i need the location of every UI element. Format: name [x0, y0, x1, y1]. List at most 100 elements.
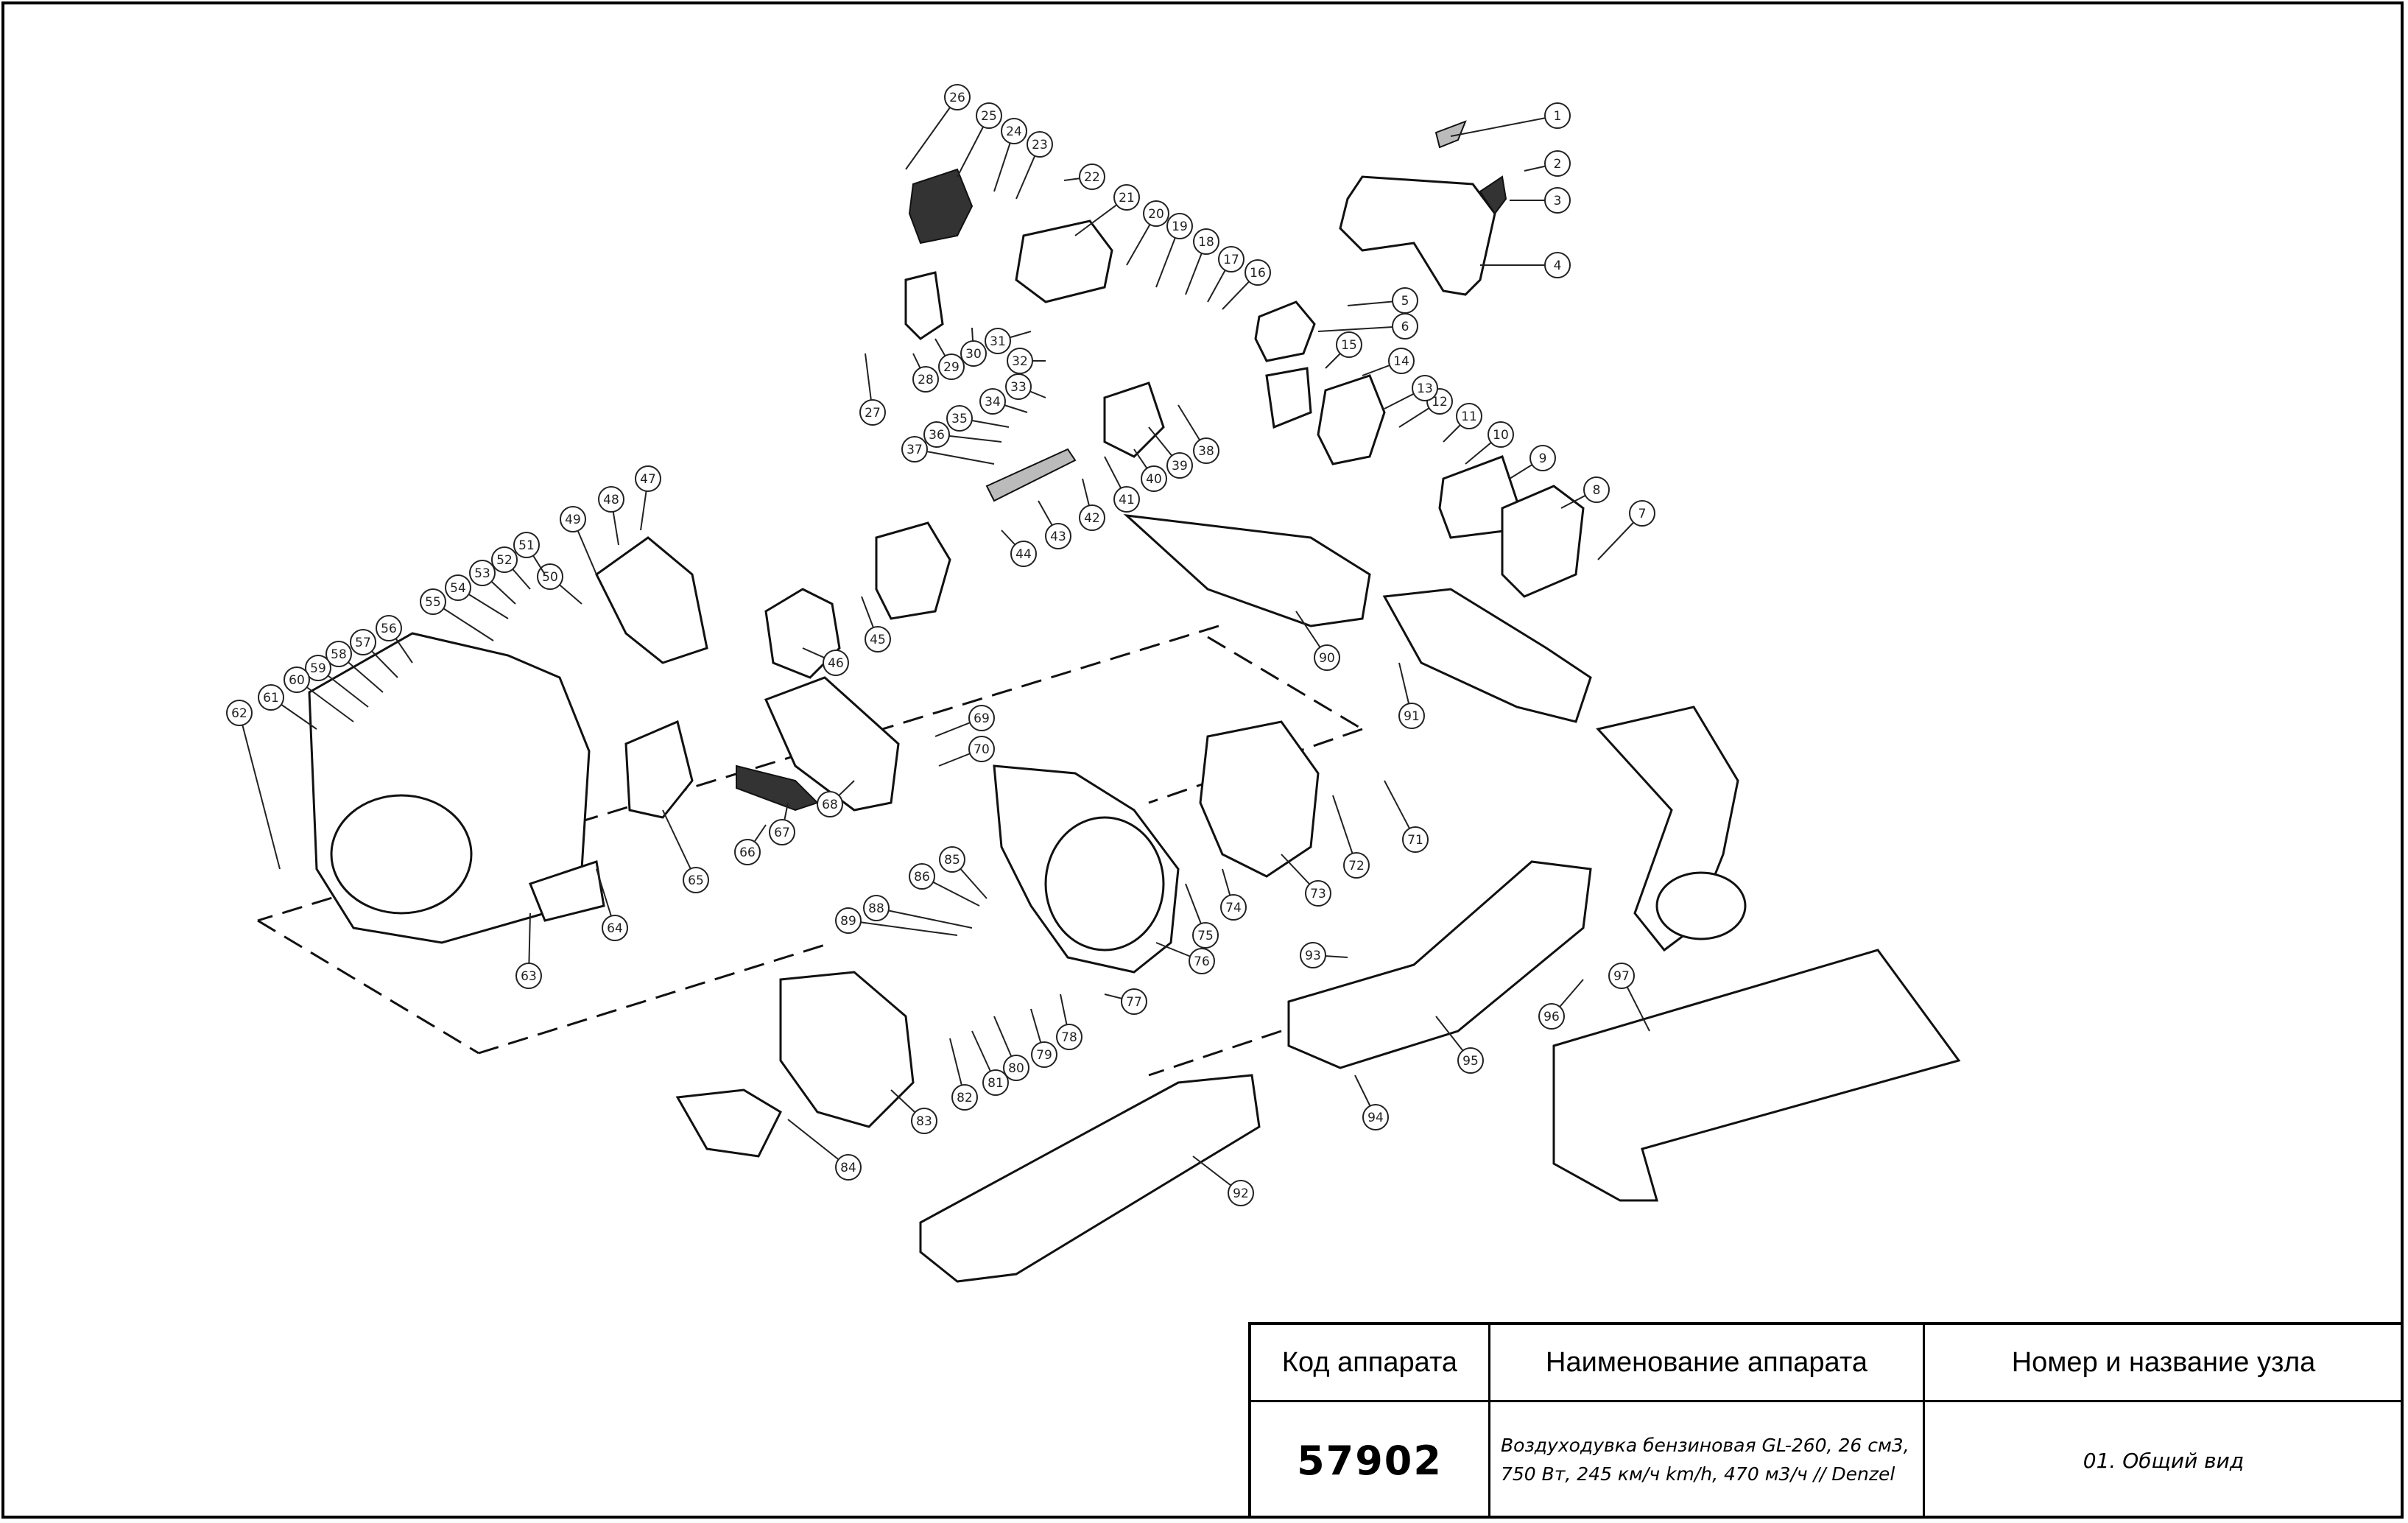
callout-number: 73: [1310, 887, 1326, 901]
callout-68: 68: [817, 780, 855, 817]
callout-42: 42: [1079, 478, 1105, 531]
callout-number: 83: [916, 1114, 932, 1129]
callout-number: 54: [450, 581, 466, 596]
callout-circle: [769, 819, 795, 845]
part-crankshaft: [985, 448, 1077, 502]
callout-number: 63: [521, 969, 537, 984]
callout-circle: [1544, 252, 1571, 278]
callout-circle: [258, 684, 284, 711]
callout-10: 10: [1465, 421, 1514, 465]
callout-96: 96: [1538, 979, 1584, 1030]
callout-circle: [1193, 228, 1219, 255]
part-fan-housing: [993, 764, 1180, 974]
callout-leader: [914, 449, 995, 465]
callout-48: 48: [598, 486, 624, 546]
callout-number: 50: [542, 570, 558, 585]
callout-number: 31: [990, 334, 1006, 349]
callout-17: 17: [1207, 246, 1245, 303]
callout-33: 33: [1005, 373, 1046, 400]
callout-circle: [859, 399, 886, 426]
callout-number: 48: [603, 493, 619, 507]
callout-circle: [912, 366, 939, 393]
callout-32: 32: [1007, 348, 1046, 374]
callout-circle: [823, 650, 849, 676]
callout-circle: [865, 626, 891, 653]
callout-number: 28: [918, 373, 934, 387]
callout-56: 56: [376, 615, 413, 664]
callout-22: 22: [1063, 163, 1105, 190]
callout-circle: [1218, 246, 1245, 272]
part-carburetor: [1265, 367, 1312, 429]
callout-circle: [976, 102, 1002, 129]
apparatus-code: 57902: [1251, 1402, 1490, 1519]
callout-63: 63: [515, 912, 542, 989]
callout-layer: 1234567891011121314151617181920212223242…: [226, 84, 1655, 1206]
callout-36: 36: [923, 421, 1002, 448]
callout-15: 15: [1325, 331, 1362, 369]
callout-circle: [1388, 348, 1415, 374]
callout-54: 54: [445, 574, 509, 619]
callout-43: 43: [1038, 500, 1071, 549]
callout-number: 96: [1543, 1010, 1560, 1024]
callout-number: 94: [1367, 1111, 1384, 1125]
callout-circle: [1031, 1041, 1057, 1068]
callout-circle: [1336, 331, 1362, 358]
callout-number: 24: [1006, 124, 1022, 139]
callout-9: 9: [1509, 445, 1556, 479]
callout-circle: [1529, 445, 1556, 471]
callout-leader: [1450, 115, 1558, 137]
callout-circle: [1456, 403, 1482, 429]
callout-circle: [1079, 504, 1105, 531]
part-starter-housing: [875, 521, 951, 620]
callout-circle: [537, 563, 563, 590]
callout-number: 91: [1404, 709, 1420, 724]
part-filter-cover: [1501, 485, 1585, 598]
part-fuel-tank: [624, 720, 694, 819]
callout-40: 40: [1133, 449, 1167, 492]
callout-19: 19: [1155, 213, 1193, 288]
callout-circle: [305, 655, 331, 681]
callout-circle: [1402, 826, 1429, 853]
callout-6: 6: [1317, 313, 1418, 340]
callout-number: 34: [985, 395, 1001, 409]
callout-number: 67: [774, 826, 790, 840]
callout-number: 41: [1119, 493, 1135, 507]
callout-circle: [683, 867, 709, 893]
callout-number: 42: [1084, 511, 1100, 526]
callout-number: 16: [1250, 266, 1266, 281]
callout-82: 82: [949, 1038, 978, 1111]
callout-circle: [944, 84, 971, 110]
callout-26: 26: [905, 84, 971, 170]
callout-number: 93: [1305, 949, 1321, 963]
callout-number: 7: [1638, 507, 1647, 521]
part-intake-grill: [675, 1088, 782, 1158]
callout-circle: [1079, 163, 1105, 190]
callout-circle: [1583, 476, 1610, 503]
callout-number: 35: [951, 412, 968, 426]
header-unit: Номер и название узла: [1925, 1325, 2402, 1402]
part-carburetor-flange: [1254, 300, 1316, 362]
callout-95: 95: [1435, 1016, 1484, 1074]
callout-number: 1: [1554, 109, 1562, 124]
part-throttle: [736, 764, 819, 812]
callout-84: 84: [787, 1119, 862, 1181]
callout-circle: [226, 700, 253, 726]
part-air-filter-base: [1317, 374, 1386, 465]
callout-45: 45: [861, 596, 891, 653]
callout-circle: [1300, 942, 1326, 968]
callout-number: 76: [1194, 954, 1210, 969]
callout-leader: [905, 96, 958, 170]
part-collection-bag: [1552, 949, 1961, 1202]
callout-14: 14: [1362, 348, 1415, 376]
callout-number: 62: [231, 706, 247, 721]
callout-55: 55: [420, 588, 494, 641]
callout-number: 4: [1554, 258, 1562, 273]
header-code: Код аппарата: [1251, 1325, 1490, 1402]
callout-74: 74: [1220, 868, 1247, 921]
callout-circle: [1045, 523, 1071, 549]
callout-circle: [982, 1069, 1009, 1096]
callout-circle: [1544, 150, 1571, 177]
callout-number: 11: [1461, 409, 1477, 424]
callout-76: 76: [1155, 942, 1215, 974]
callout-number: 58: [331, 647, 347, 662]
